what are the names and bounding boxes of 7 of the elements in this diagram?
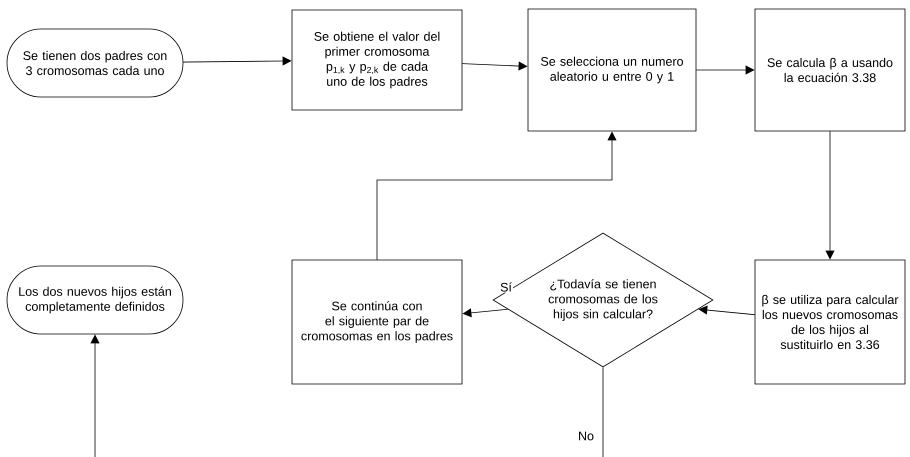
edge-label: Sí	[499, 281, 513, 293]
process-box: Se selecciona un numero aleatorio u entre 0 y 1	[528, 8, 696, 132]
process-box: Se obtiene el valor del primer cromosoma p$_{1,k}$ y p$_{2,k}$ de cada uno de los padres	[292, 10, 462, 110]
process-box: Se continúa con el siguiente par de cromosomas en los padres	[292, 260, 462, 384]
edge-label: No	[577, 430, 595, 442]
process-box: Se calcula β a usando la ecuación 3.38	[754, 8, 906, 132]
process-box: β se utiliza para calcular los nuevos cromosomas de los hijos al sustituirlo en 3.36	[754, 260, 906, 384]
